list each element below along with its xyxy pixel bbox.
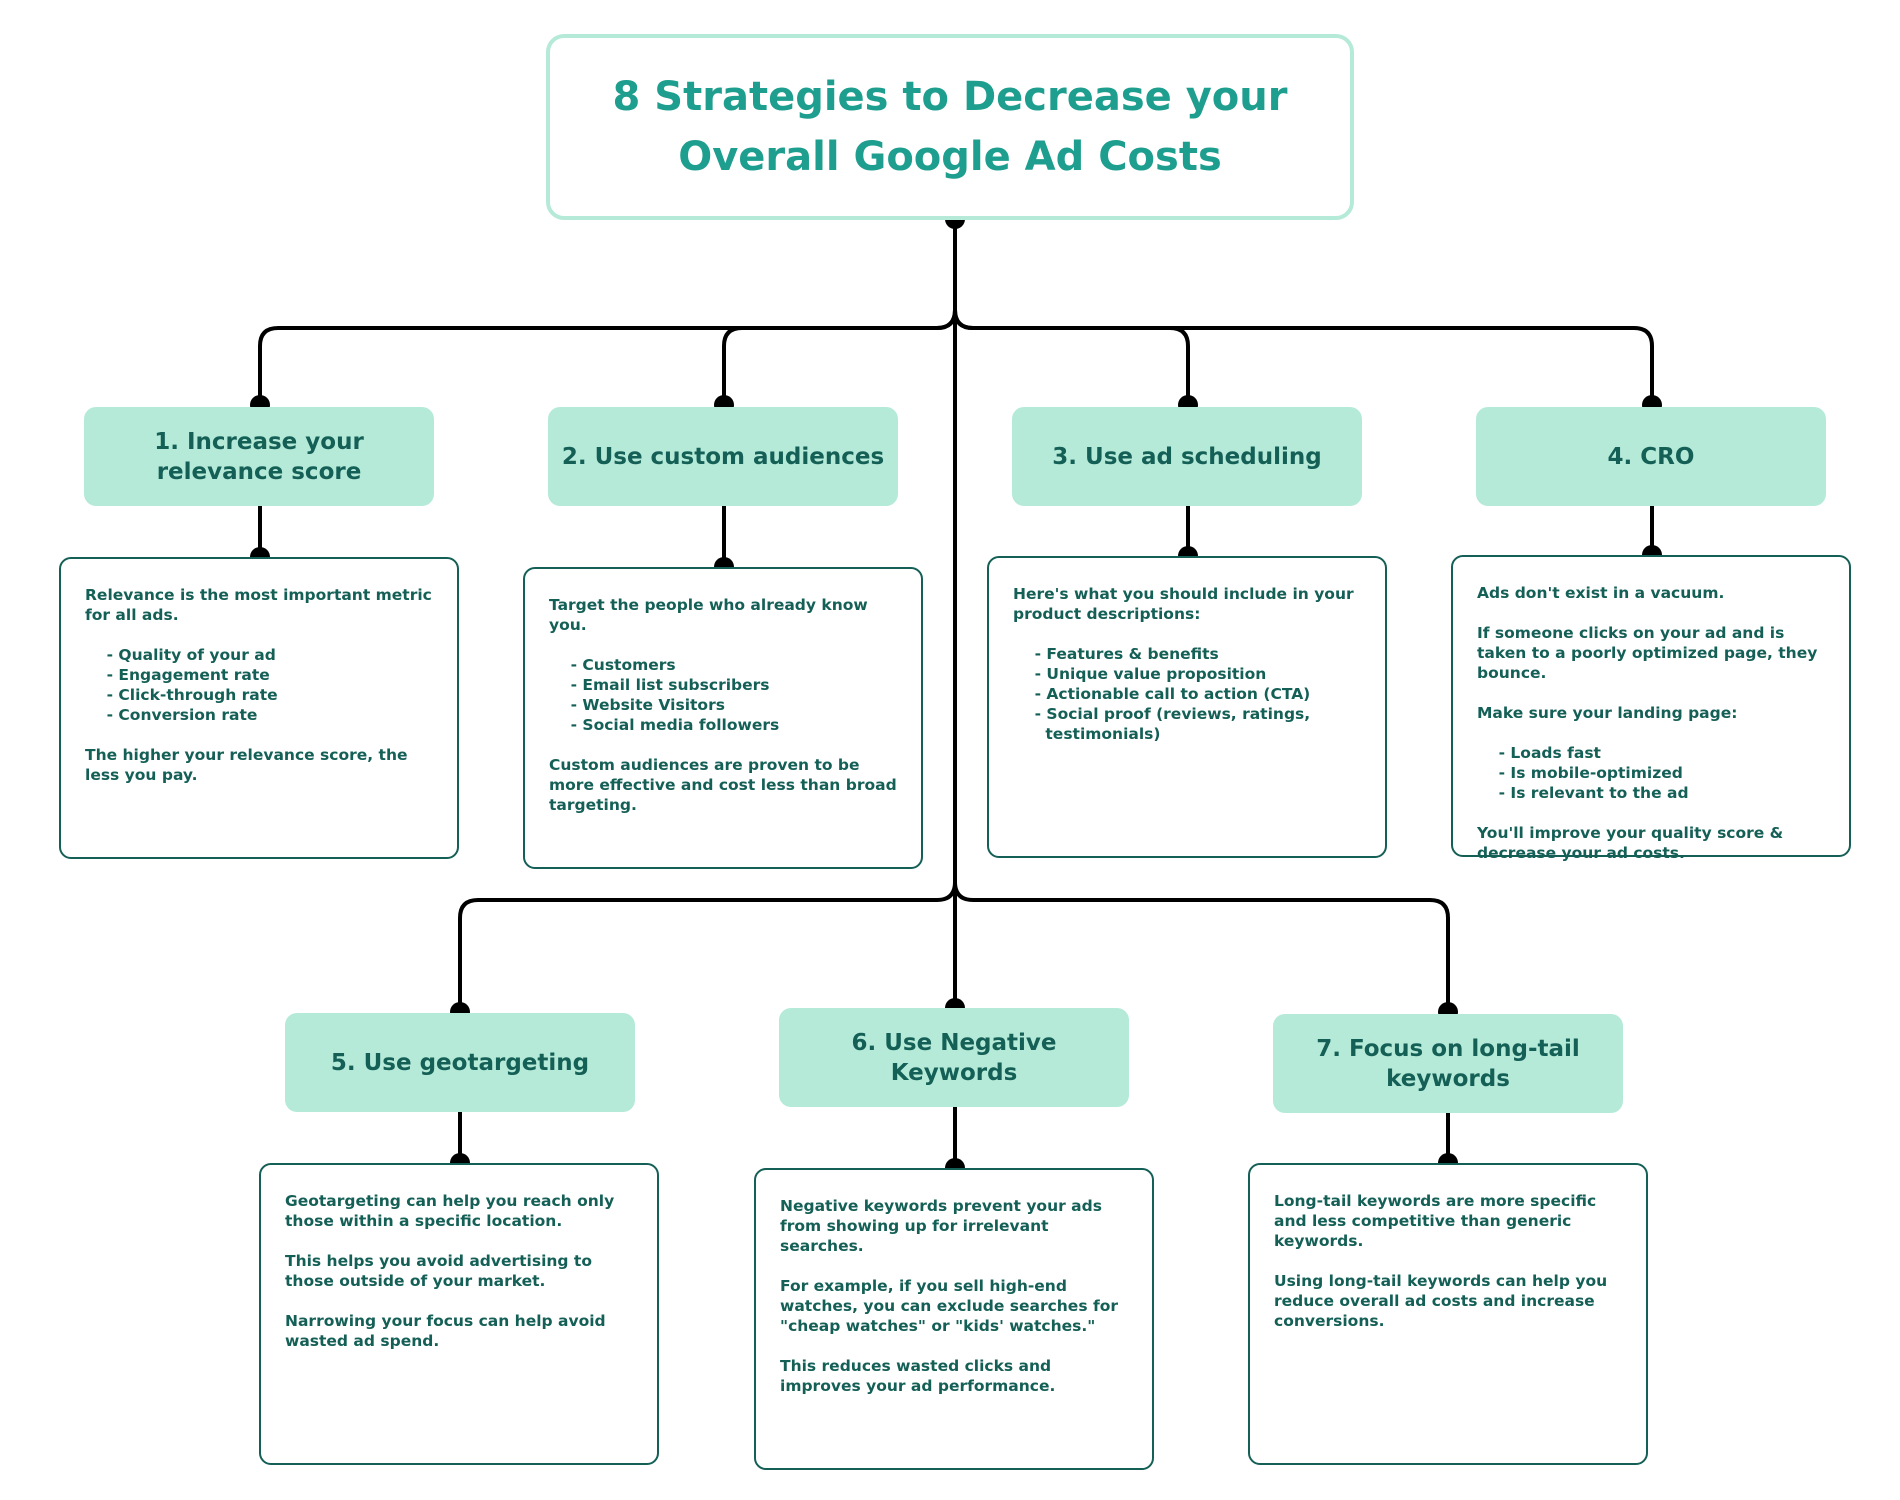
strategy-2-description-box: Target the people who already know you. … — [523, 567, 923, 869]
strategy-5-heading: 5. Use geotargeting — [330, 1049, 590, 1076]
strategy-1-description-box: Relevance is the most important metric f… — [59, 557, 459, 859]
strategy-1-heading-box: 1. Increase your relevance score — [84, 407, 434, 506]
strategy-1-description: Relevance is the most important metric f… — [85, 586, 432, 784]
strategy-4-heading: 4. CRO — [1607, 443, 1695, 470]
branch-line-5 — [458, 881, 957, 1012]
strategy-7-heading-box: 7. Focus on long-tail keywords — [1273, 1014, 1623, 1113]
strategy-7-heading: 7. Focus on long-tail keywords — [1316, 1035, 1580, 1092]
strategy-2-heading-box: 2. Use custom audiences — [548, 407, 898, 506]
strategy-6-heading-box: 6. Use Negative Keywords — [779, 1008, 1129, 1107]
strategy-5-heading-box: 5. Use geotargeting — [285, 1013, 635, 1112]
branch-line-2 — [722, 309, 957, 405]
branch-line-7 — [953, 881, 1450, 1012]
diagram-title: 8 Strategies to Decrease your Overall Go… — [612, 74, 1288, 180]
strategy-5-description-box: Geotargeting can help you reach only tho… — [259, 1163, 659, 1465]
strategy-2-heading: 2. Use custom audiences — [561, 443, 885, 470]
strategy-3-description-box: Here's what you should include in your p… — [987, 556, 1387, 858]
strategy-6-description: Negative keywords prevent your ads from … — [780, 1197, 1118, 1395]
branch-line-1 — [258, 309, 957, 405]
strategy-6-description-box: Negative keywords prevent your ads from … — [754, 1168, 1154, 1470]
strategy-3-description: Here's what you should include in your p… — [1013, 585, 1354, 743]
strategy-4-description-box: Ads don't exist in a vacuum. If someone … — [1451, 555, 1851, 862]
strategy-5-description: Geotargeting can help you reach only tho… — [285, 1192, 615, 1350]
strategy-2-description: Target the people who already know you. … — [549, 596, 897, 814]
branch-line-4 — [953, 309, 1654, 405]
strategy-6-heading: 6. Use Negative Keywords — [851, 1029, 1057, 1086]
title-box: 8 Strategies to Decrease your Overall Go… — [546, 34, 1354, 220]
strategy-4-description: Ads don't exist in a vacuum. If someone … — [1477, 584, 1818, 862]
strategy-3-heading-box: 3. Use ad scheduling — [1012, 407, 1362, 506]
strategy-7-description-box: Long-tail keywords are more specific and… — [1248, 1163, 1648, 1465]
strategy-4-heading-box: 4. CRO — [1476, 407, 1826, 506]
strategy-7-description: Long-tail keywords are more specific and… — [1274, 1192, 1608, 1330]
strategy-3-heading: 3. Use ad scheduling — [1052, 443, 1322, 470]
branch-line-3 — [953, 309, 1190, 405]
strategy-1-heading: 1. Increase your relevance score — [154, 428, 364, 485]
